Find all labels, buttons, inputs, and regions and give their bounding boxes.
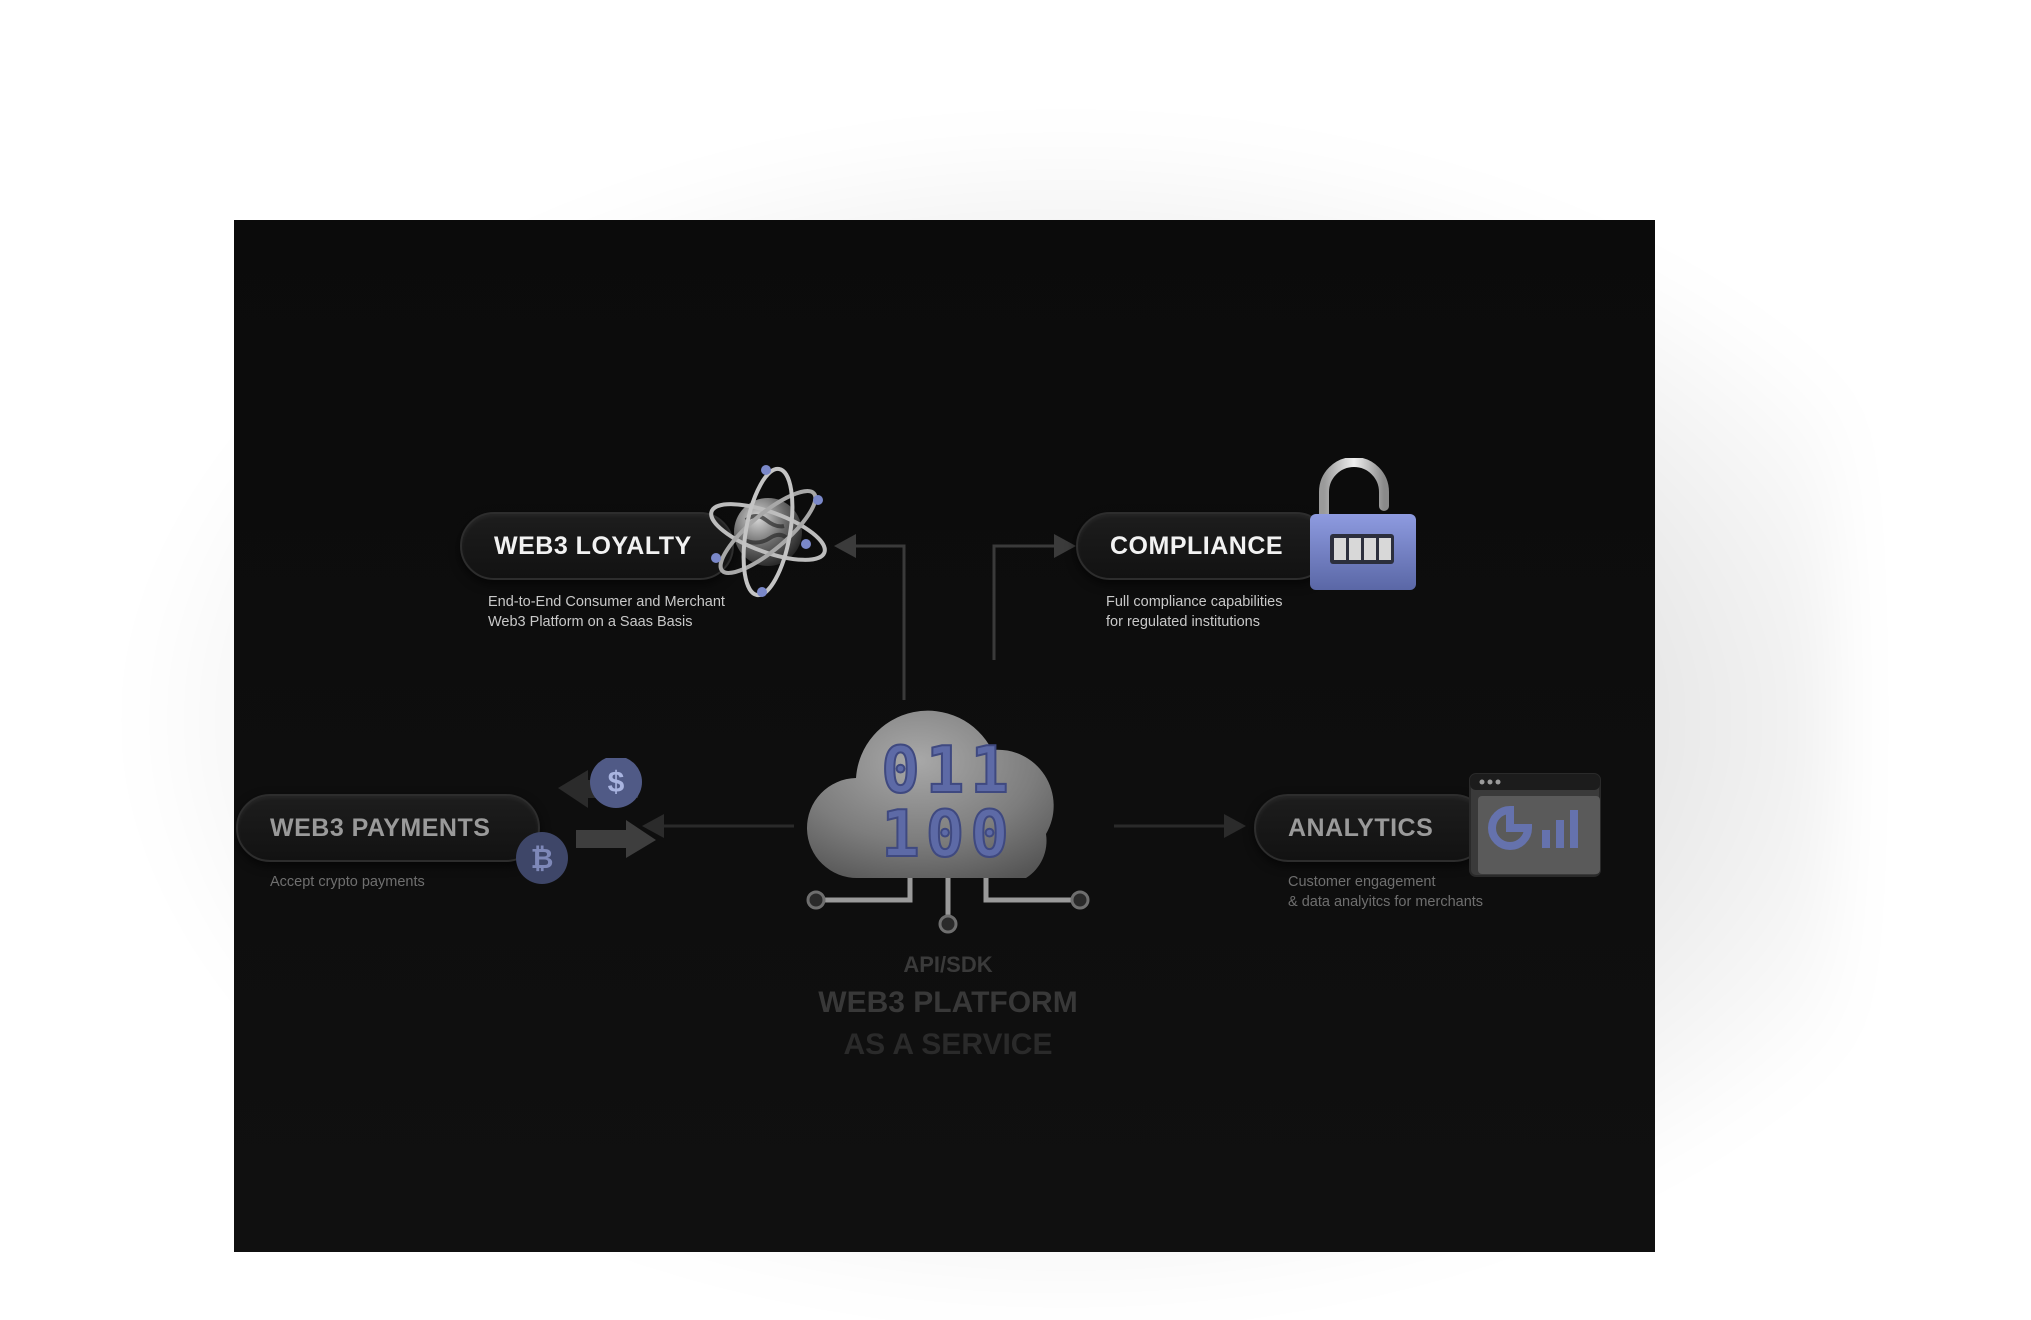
- atom-globe-icon: [709, 465, 827, 598]
- analytics-description: Customer engagement & data analyitcs for…: [1288, 874, 1484, 910]
- center-subtitle: API/SDK: [903, 952, 993, 977]
- loyalty-pill: WEB3 LOYALTY: [460, 512, 734, 580]
- binary-bottom: 100: [881, 798, 1015, 872]
- diagram-panel: WEB3 LOYALTY End-to-End Consumer and Mer…: [234, 220, 1655, 1252]
- dollar-coin-icon: $: [608, 766, 625, 799]
- arrow-loyalty: [834, 534, 856, 558]
- arrow-payments: [642, 814, 664, 838]
- exchange-arrows-icon: $ ₿: [516, 758, 656, 884]
- compliance-pill: COMPLIANCE: [1076, 512, 1330, 580]
- compliance-description: Full compliance capabilities for regulat…: [1106, 594, 1283, 630]
- payments-description: Accept crypto payments: [270, 874, 425, 890]
- arrow-analytics: [1224, 814, 1246, 838]
- connector-lines: [642, 534, 1246, 838]
- analytics-title: ANALYTICS: [1288, 814, 1434, 842]
- payments-title: WEB3 PAYMENTS: [270, 814, 491, 842]
- compliance-title: COMPLIANCE: [1110, 532, 1284, 560]
- padlock-icon: [1310, 458, 1416, 590]
- connector-loyalty: [846, 544, 906, 700]
- bitcoin-coin-icon: ₿: [531, 842, 554, 875]
- binary-top: 011: [881, 734, 1015, 808]
- payments-pill: WEB3 PAYMENTS: [236, 794, 540, 862]
- analytics-window-icon: [1469, 773, 1601, 877]
- binary-cloud-icon: 011 100: [806, 710, 1090, 934]
- arrow-compliance: [1054, 534, 1076, 558]
- center-title-line2: AS A SERVICE: [843, 1028, 1053, 1061]
- center-title-line1: WEB3 PLATFORM: [818, 986, 1078, 1019]
- loyalty-title: WEB3 LOYALTY: [494, 532, 692, 560]
- loyalty-description: End-to-End Consumer and Merchant Web3 Pl…: [488, 594, 725, 630]
- connector-compliance: [992, 544, 1064, 660]
- analytics-pill: ANALYTICS: [1254, 794, 1488, 862]
